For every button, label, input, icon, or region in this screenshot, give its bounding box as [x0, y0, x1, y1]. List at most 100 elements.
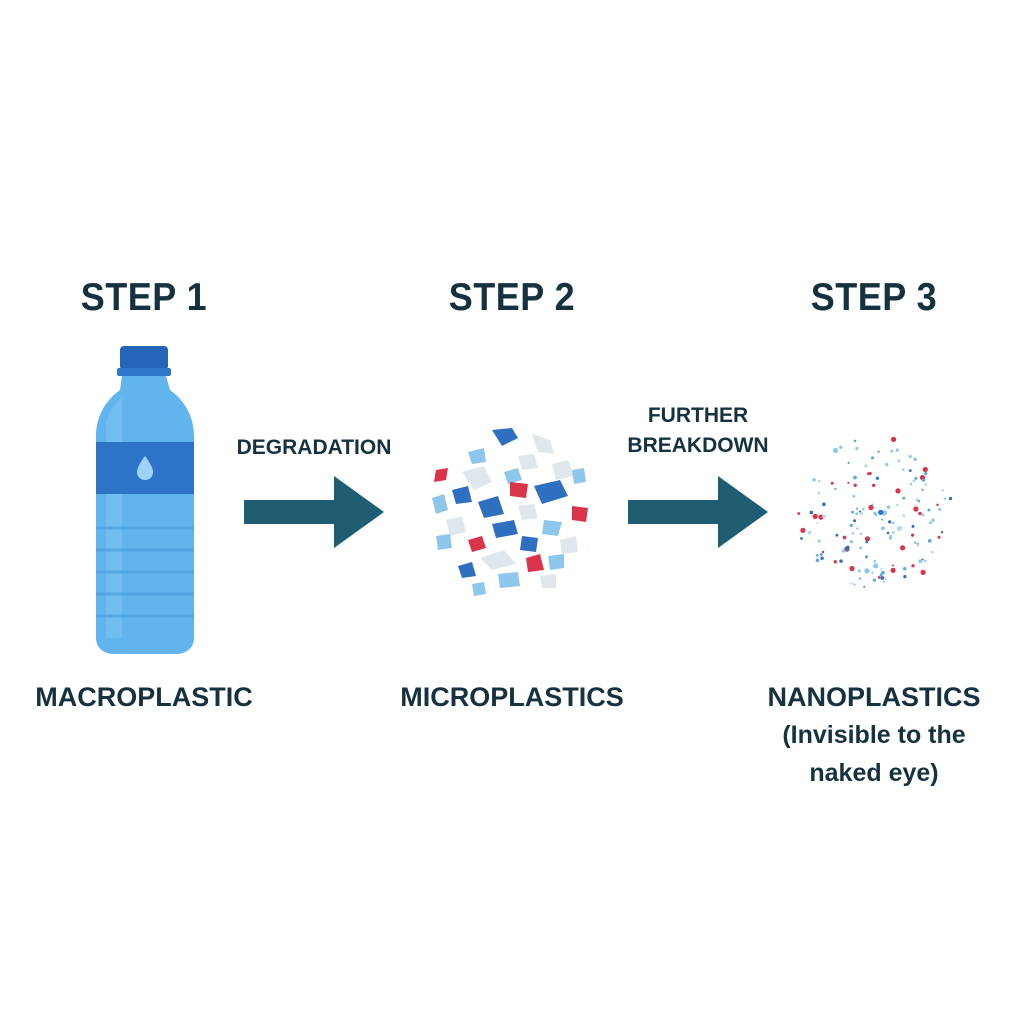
microplastics-label: MICROPLASTICS [372, 678, 652, 716]
nanoparticle-dot [936, 503, 939, 507]
nanoparticle-dot [830, 481, 834, 485]
nanoparticle-dot [885, 462, 889, 467]
further-breakdown-arrow-icon [628, 476, 768, 548]
nanoparticle-dot [847, 481, 850, 484]
further-breakdown-label-line-1: FURTHER [647, 404, 749, 427]
nanoparticle-dot [850, 582, 853, 585]
nanoparticle-dot [943, 497, 947, 500]
nanoparticle-dot [873, 511, 877, 516]
nanoparticle-dot [931, 550, 934, 554]
nanoparticle-dot [927, 508, 931, 512]
nanoparticle-dot [915, 498, 919, 502]
nanoparticle-dot [800, 537, 803, 540]
nanoparticle-dot [812, 478, 816, 482]
nanoparticle-dot [822, 502, 826, 507]
nanoparticle-dot [909, 482, 913, 486]
nanoparticle-dot [913, 506, 919, 512]
nanoparticle-dot [863, 585, 866, 588]
nanoparticle-dot [807, 530, 812, 535]
nanoparticle-dot [821, 550, 825, 554]
nanoparticle-dot [897, 458, 901, 463]
nanoparticle-dot [890, 567, 896, 573]
nanoparticle-dot [873, 563, 879, 569]
nanoparticle-dot [913, 541, 917, 544]
nanoparticle-dot [890, 449, 894, 453]
nanoparticle-dot [931, 518, 935, 523]
nanoparticle-dot [911, 524, 915, 528]
nanoparticle-dot [853, 483, 857, 487]
nanoparticle-dot [880, 518, 884, 521]
nanoparticle-dot [835, 533, 839, 537]
nanoparticle-dot [896, 504, 899, 507]
nanoparticle-dot [864, 555, 869, 559]
nanoplastics-label-line-3: naked eye) [809, 759, 939, 787]
nanoparticle-dot [797, 512, 801, 515]
nanoparticle-dot [891, 530, 896, 535]
nanoparticle-dot [873, 559, 877, 563]
nanoparticle-dot [851, 510, 855, 514]
nanoparticle-dot [924, 471, 928, 476]
nanoparticle-dot [916, 545, 919, 548]
nanoparticle-dot [883, 580, 886, 583]
step-1-title: STEP 1 [80, 274, 208, 319]
nanoparticle-dot [847, 461, 850, 465]
nanoparticle-dot [832, 447, 839, 454]
nanoparticle-dot [855, 446, 859, 451]
nanoparticle-dot [809, 510, 814, 515]
nanoparticle-dot [880, 576, 885, 580]
macroplastic-label-line: MACROPLASTIC [35, 682, 253, 712]
nanoparticle-dot [895, 488, 901, 494]
nanoparticle-dot [853, 519, 857, 523]
nanoparticle-dot [880, 567, 883, 571]
nanoparticle-dot [902, 496, 906, 500]
nanoparticle-dot [800, 527, 806, 533]
nanoparticle-dot [864, 536, 871, 542]
nanoparticle-dot [914, 476, 918, 480]
nanoparticle-dot [913, 457, 918, 462]
nanoparticle-dot [902, 566, 907, 571]
nanoparticle-dot [886, 531, 890, 535]
water-bottle-icon [96, 346, 194, 654]
nanoparticle-dot [864, 464, 868, 468]
nanoparticle-dot [891, 521, 895, 525]
microplastic-fragments-icon [432, 428, 588, 596]
nanoparticle-dot [889, 534, 893, 539]
nanoparticle-dot [918, 511, 922, 516]
nanoparticle-dot [918, 559, 923, 564]
nanoparticle-dot [834, 487, 837, 491]
nanoparticle-dot [822, 514, 826, 519]
nanoparticle-dot [927, 539, 932, 543]
nanoparticle-dot [938, 507, 942, 511]
nanoparticle-dot [921, 513, 925, 517]
nanoparticle-dot [859, 546, 863, 550]
nanoparticle-dot [819, 553, 823, 556]
nanoparticle-dot [867, 472, 870, 476]
nanoparticle-dot [884, 578, 888, 581]
nanoparticle-dot [921, 488, 925, 492]
nanoparticle-dot [902, 514, 906, 517]
nanoparticle-dot [908, 469, 912, 472]
nanoparticle-dot [849, 523, 853, 528]
nanoparticle-dot [921, 478, 926, 482]
nanoparticle-dot [870, 456, 875, 460]
nanoparticle-dot [857, 569, 861, 573]
nanoparticle-dot [871, 503, 874, 506]
nanoparticle-dot [924, 482, 928, 486]
nanoparticle-dot [911, 533, 915, 537]
nanoparticle-dot [877, 450, 880, 453]
nanoplastic-particles-icon [797, 436, 953, 588]
nanoparticle-dot [888, 520, 892, 524]
step-2-title: STEP 2 [448, 274, 576, 319]
nanoparticle-dot [839, 559, 843, 563]
nanoparticle-dot [881, 570, 885, 575]
nanoparticle-dot [937, 535, 941, 539]
nanoparticle-dot [817, 539, 821, 543]
nanoparticle-dot [879, 573, 883, 577]
nanoparticle-dot [891, 436, 897, 442]
nanoparticle-dot [855, 512, 859, 516]
nanoparticle-dot [922, 466, 928, 473]
nanoparticle-dot [872, 578, 876, 582]
nanoparticle-dot [812, 513, 818, 519]
nanoparticle-dot [878, 509, 884, 515]
nanoparticle-dot [886, 505, 891, 510]
